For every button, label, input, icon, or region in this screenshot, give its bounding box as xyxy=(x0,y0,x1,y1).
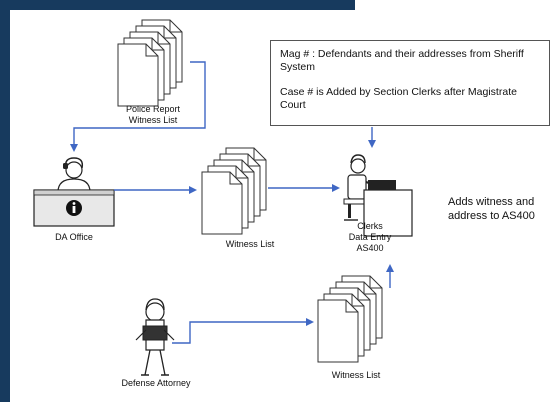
clerks-computer-operator-icon xyxy=(343,154,413,237)
witness-entry-note: Adds witness and address to AS400 xyxy=(448,195,535,223)
witness-list-label: Witness List xyxy=(225,239,275,249)
da-office-label: DA Office xyxy=(55,232,93,242)
mag-number-text: Mag # : Defendants and their addresses f… xyxy=(280,48,524,73)
top-strip xyxy=(355,0,560,10)
clerks-title: Clerks xyxy=(357,221,383,231)
clerks-role: Data Entry xyxy=(348,232,392,242)
case-number-text: Case # is Added by Section Clerks after … xyxy=(280,86,517,111)
clerks-label: Clerks Data Entry AS400 xyxy=(340,221,400,254)
bottom-witness-list-document-stack-icon xyxy=(317,275,383,363)
bottom-witness-list-label: Witness List xyxy=(331,370,381,380)
police-report-document-stack-icon xyxy=(117,19,183,107)
defense-attorney-figure-icon xyxy=(135,298,175,376)
flow-arrows xyxy=(70,61,394,344)
case-number-note: Mag # : Defendants and their addresses f… xyxy=(270,40,550,126)
police-report-title: Police Report xyxy=(125,104,181,114)
police-report-subtitle: Witness List xyxy=(128,115,178,125)
clerks-system: AS400 xyxy=(356,243,384,253)
witness-entry-line-2: address to AS400 xyxy=(448,210,535,222)
witness-list-document-stack-icon xyxy=(201,147,267,235)
da-office-desk-person-icon xyxy=(33,157,115,227)
defense-attorney-label: Defense Attorney xyxy=(121,378,191,388)
witness-entry-line-1: Adds witness and xyxy=(448,196,535,208)
police-report-label: Police Report Witness List xyxy=(108,104,198,126)
info-icon xyxy=(66,200,82,216)
